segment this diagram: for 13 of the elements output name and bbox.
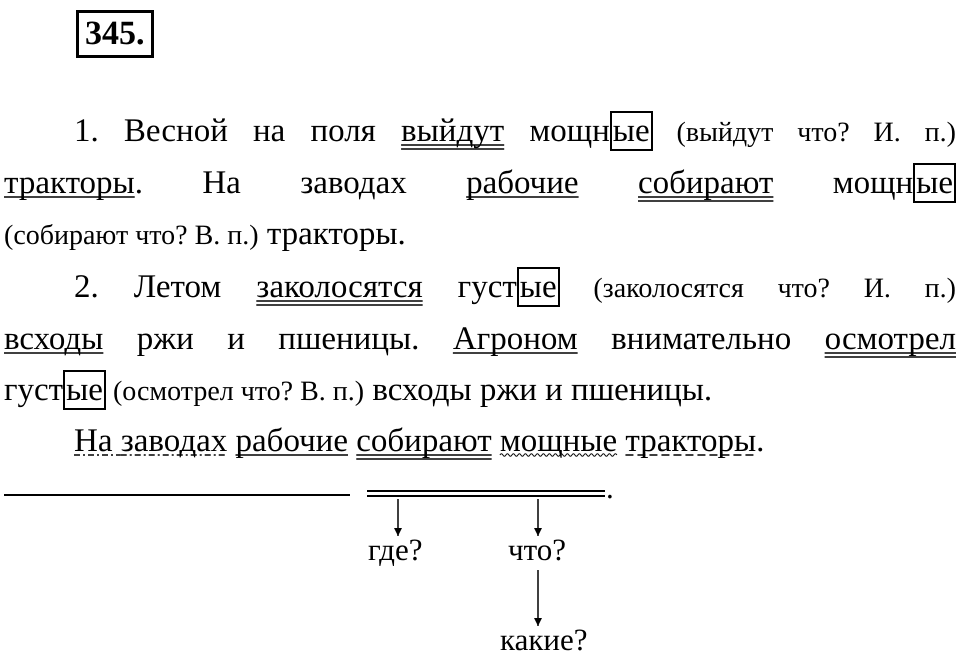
double-underline-mark bbox=[367, 490, 605, 497]
arrow bbox=[534, 570, 542, 626]
arrow bbox=[394, 499, 402, 536]
paragraph: 2. Летом заколосятся густые (заколосятся что? И. п.) всходы ржи и пшеницы. Агроном внимательно осмотрел густые (осмотрел что? В. п.) всходы ржи и пшеницы. bbox=[4, 266, 956, 412]
question-word: что? bbox=[508, 532, 566, 568]
exercise-number: 345. bbox=[76, 10, 154, 58]
parsed-sentence: На заводах рабочие собирают мощные тракторы. bbox=[73, 422, 766, 461]
period: . bbox=[606, 470, 614, 506]
single-underline-mark bbox=[4, 494, 350, 496]
question-word: какие? bbox=[500, 622, 588, 658]
question-word: где? bbox=[368, 532, 422, 568]
arrow bbox=[534, 499, 542, 536]
paragraph: 1. Весной на поля выйдут мощные (выйдут что? И. п.) тракторы. На заводах рабочие собирают мощные (собирают что? В. п.) тракторы. bbox=[4, 110, 956, 254]
